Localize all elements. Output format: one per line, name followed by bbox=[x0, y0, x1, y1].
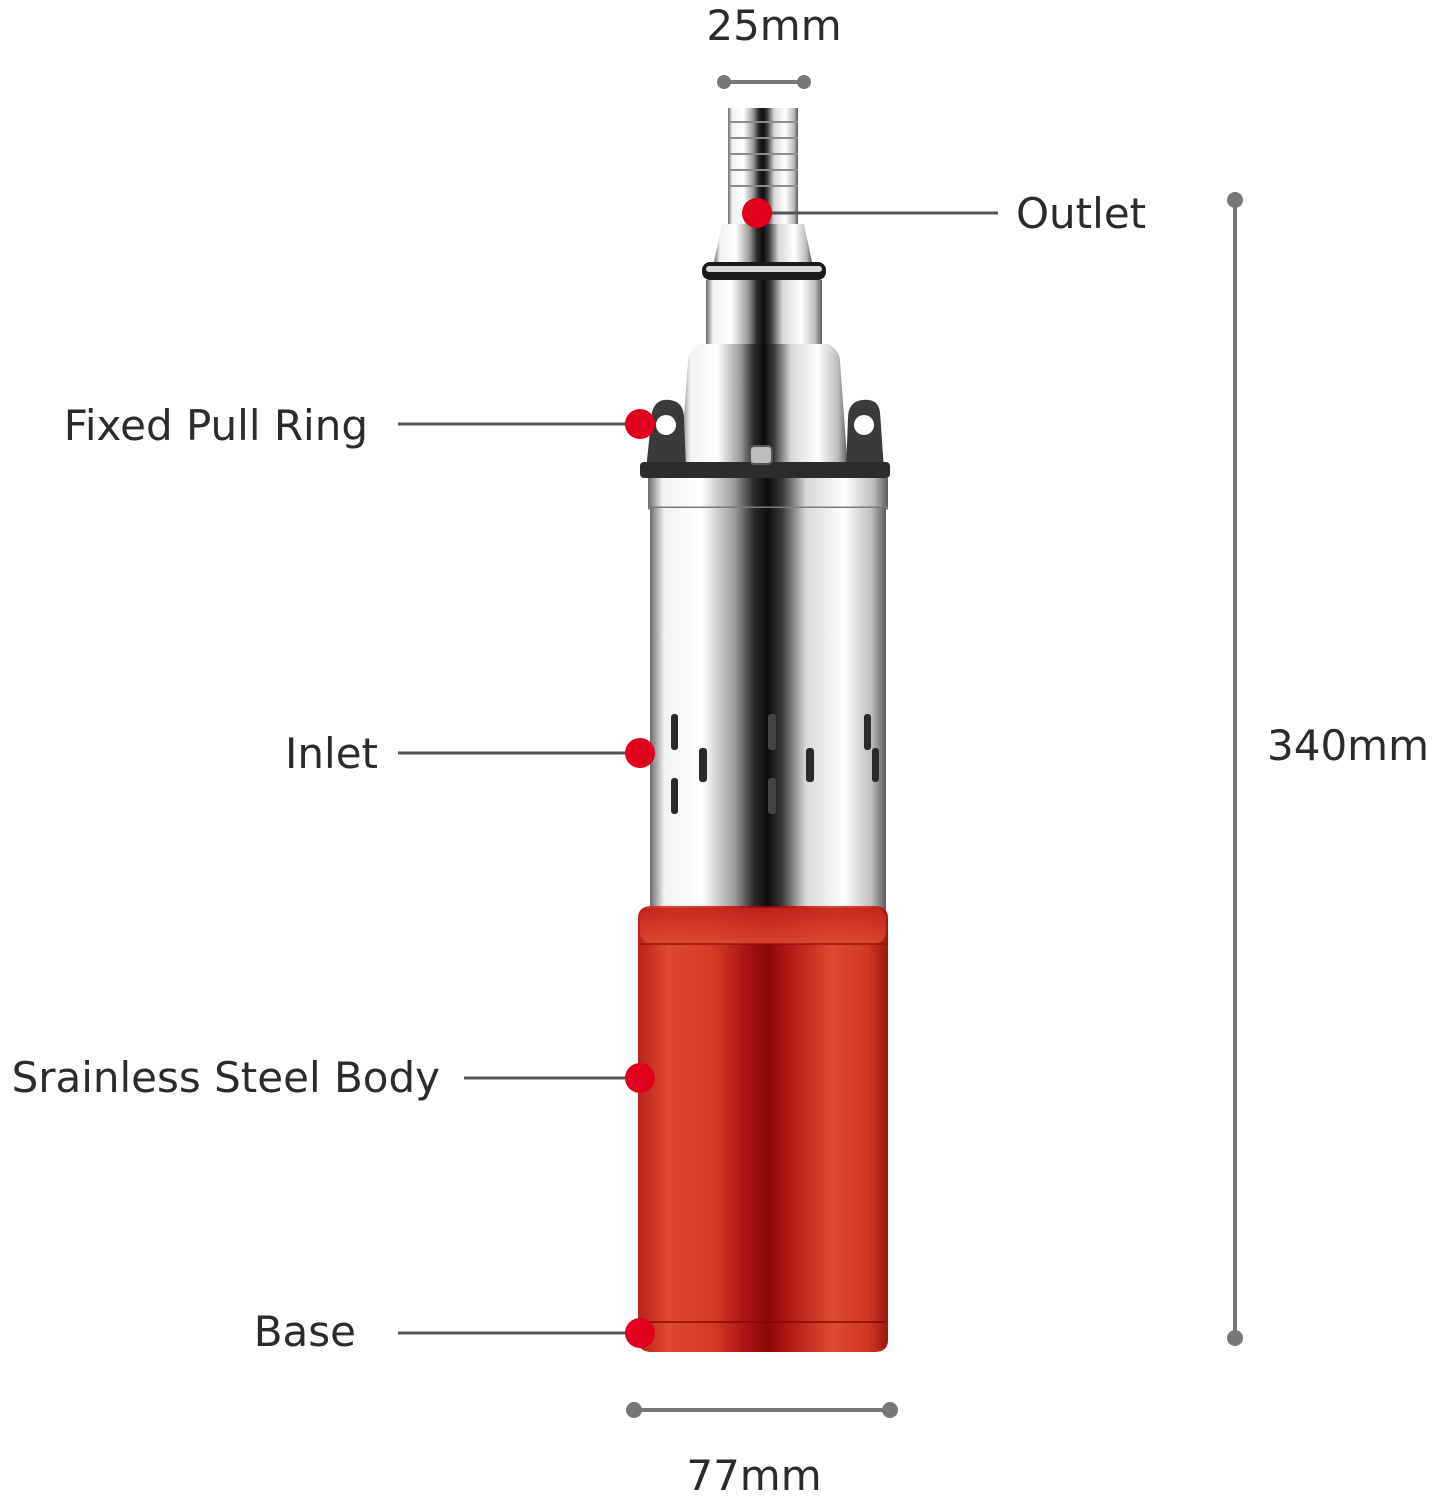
inlet-label: Inlet bbox=[285, 729, 378, 778]
upper-connector bbox=[706, 280, 822, 344]
outlet-marker bbox=[742, 198, 772, 228]
steel-body-top-band bbox=[648, 478, 888, 508]
pull-ring-marker bbox=[625, 409, 655, 439]
pump-shoulder bbox=[680, 344, 848, 470]
pull-ring-ears bbox=[640, 399, 890, 478]
body-marker bbox=[625, 1063, 655, 1093]
callout-leaders bbox=[398, 211, 998, 1335]
nozzle-ribs bbox=[728, 121, 798, 187]
outlet-diameter-label: 25mm bbox=[706, 1, 841, 50]
height-dimension bbox=[1227, 192, 1243, 1346]
height-label: 340mm bbox=[1267, 721, 1429, 770]
body-label: Srainless Steel Body bbox=[12, 1053, 440, 1102]
base-diameter-dimension bbox=[626, 1402, 898, 1418]
base-diameter-label: 77mm bbox=[686, 1451, 821, 1500]
steel-body bbox=[650, 508, 886, 910]
red-motor-body bbox=[638, 906, 888, 1352]
outlet-diameter-dimension bbox=[717, 75, 811, 89]
base-marker bbox=[625, 1318, 655, 1348]
pump-illustration bbox=[638, 108, 890, 1352]
base-label: Base bbox=[254, 1307, 356, 1356]
outlet-label: Outlet bbox=[1016, 189, 1146, 238]
callout-markers bbox=[625, 198, 772, 1348]
inlet-marker bbox=[625, 738, 655, 768]
pull-ring-label: Fixed Pull Ring bbox=[64, 401, 368, 450]
outlet-neck bbox=[714, 224, 812, 262]
top-screw bbox=[749, 445, 773, 465]
inlet-slots bbox=[671, 714, 879, 814]
